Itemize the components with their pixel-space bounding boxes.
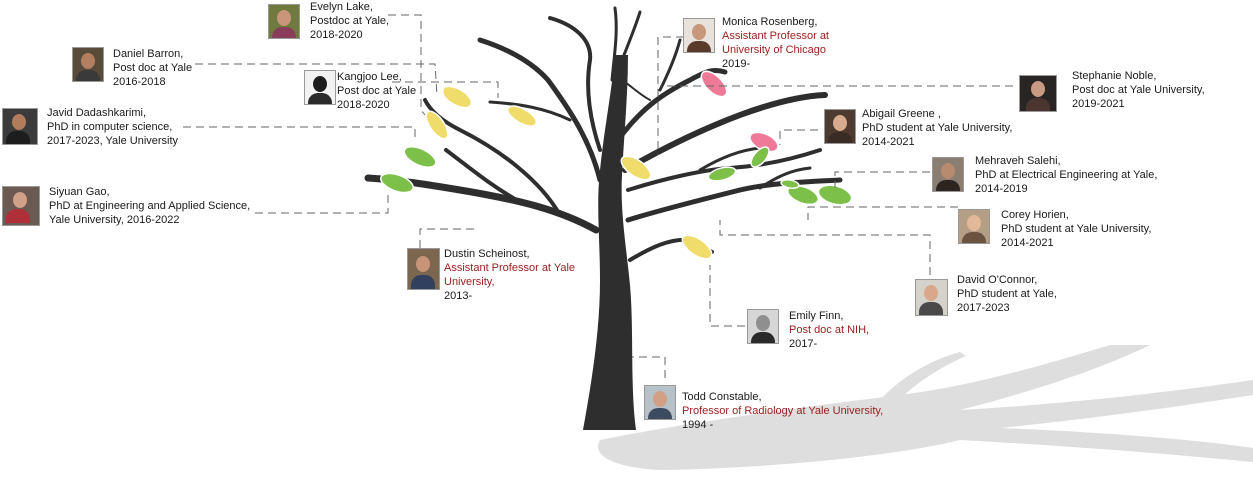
person-role: PhD at Engineering and Applied Science, bbox=[49, 200, 251, 212]
person-name: Corey Horien, bbox=[1001, 209, 1069, 221]
leaf bbox=[707, 166, 737, 182]
person-role: Assistant Professor at bbox=[722, 30, 829, 42]
person-name: Evelyn Lake, bbox=[310, 1, 373, 13]
person-name: Daniel Barron, bbox=[113, 48, 184, 60]
leaf bbox=[700, 70, 728, 98]
person-name: Todd Constable, bbox=[682, 391, 762, 403]
leaf bbox=[681, 234, 713, 260]
avatar-evelyn-lake bbox=[268, 4, 300, 39]
leaf bbox=[780, 179, 800, 189]
person-role: Post doc at Yale bbox=[113, 62, 193, 74]
avatar-monica-rosenberg bbox=[683, 18, 715, 53]
person-years: 2018-2020 bbox=[310, 29, 363, 41]
person-name: Dustin Scheinost, bbox=[444, 248, 530, 260]
avatar-siyuan-gao bbox=[2, 186, 40, 226]
leaf bbox=[786, 184, 820, 206]
person-todd-constable: Todd Constable, Professor of Radiology a… bbox=[682, 390, 883, 432]
person-years: 2017-2023, Yale University bbox=[47, 135, 179, 147]
avatar-daniel-barron bbox=[72, 47, 104, 82]
avatar-javid-dadashkarimi bbox=[2, 108, 38, 145]
leaf bbox=[425, 110, 449, 140]
avatar-dustin-scheinost bbox=[407, 248, 440, 290]
person-mehraveh-salehi: Mehraveh Salehi, PhD at Electrical Engin… bbox=[975, 154, 1157, 196]
person-role: PhD in computer science, bbox=[47, 121, 173, 133]
person-role: PhD at Electrical Engineering at Yale, bbox=[975, 169, 1158, 181]
person-name: Abigail Greene , bbox=[862, 108, 941, 120]
person-years: 2013- bbox=[444, 290, 473, 302]
avatar-david-oconnor bbox=[915, 279, 948, 316]
person-years: 2017- bbox=[789, 338, 818, 350]
person-years: 1994 - bbox=[682, 419, 714, 431]
person-role: PhD student at Yale, bbox=[957, 288, 1057, 300]
person-role: Postdoc at Yale, bbox=[310, 15, 390, 27]
person-kangjoo-lee: Kangjoo Lee, Post doc at Yale 2018-2020 bbox=[337, 70, 416, 112]
person-years: 2019-2021 bbox=[1072, 98, 1125, 110]
avatar-emily-finn bbox=[747, 309, 779, 344]
avatar-corey-horien bbox=[958, 209, 990, 244]
person-name: Mehraveh Salehi, bbox=[975, 155, 1061, 167]
leaf bbox=[817, 184, 853, 206]
person-siyuan-gao: Siyuan Gao, PhD at Engineering and Appli… bbox=[49, 185, 250, 227]
person-years: 2014-2019 bbox=[975, 183, 1028, 195]
person-role: Post doc at NIH, bbox=[789, 324, 870, 336]
leaf bbox=[506, 105, 538, 127]
person-corey-horien: Corey Horien, PhD student at Yale Univer… bbox=[1001, 208, 1151, 250]
avatar-stephanie-noble bbox=[1019, 75, 1057, 112]
leaf bbox=[403, 146, 437, 168]
tree-trunk bbox=[364, 6, 843, 430]
person-years: Yale University, 2016-2022 bbox=[49, 214, 180, 226]
person-role: Post doc at Yale bbox=[337, 85, 417, 97]
leaf bbox=[380, 172, 414, 194]
person-dustin-scheinost: Dustin Scheinost, Assistant Professor at… bbox=[444, 247, 575, 303]
person-name: Emily Finn, bbox=[789, 310, 844, 322]
person-role-cont: University of Chicago bbox=[722, 44, 826, 56]
avatar-abigail-greene bbox=[824, 109, 856, 144]
person-years: 2017-2023 bbox=[957, 302, 1010, 314]
connector-lines bbox=[183, 14, 1013, 378]
person-role: Post doc at Yale University, bbox=[1072, 84, 1205, 96]
avatar-todd-constable bbox=[644, 385, 676, 420]
person-role: PhD student at Yale University, bbox=[1001, 223, 1152, 235]
person-role: Assistant Professor at Yale bbox=[444, 262, 576, 274]
person-emily-finn: Emily Finn, Post doc at NIH, 2017- bbox=[789, 309, 869, 351]
person-stephanie-noble: Stephanie Noble, Post doc at Yale Univer… bbox=[1072, 69, 1205, 111]
person-javid-dadashkarimi: Javid Dadashkarimi, PhD in computer scie… bbox=[47, 106, 178, 148]
person-abigail-greene: Abigail Greene , PhD student at Yale Uni… bbox=[862, 107, 1012, 149]
person-years: 2019- bbox=[722, 58, 751, 70]
person-role: PhD student at Yale University, bbox=[862, 122, 1013, 134]
leaf bbox=[750, 146, 770, 168]
person-name: Stephanie Noble, bbox=[1072, 70, 1157, 82]
person-daniel-barron: Daniel Barron, Post doc at Yale 2016-201… bbox=[113, 47, 192, 89]
tree-shadow bbox=[598, 345, 1253, 470]
leaf bbox=[620, 155, 652, 181]
leaf bbox=[441, 85, 473, 109]
avatar-kangjoo-lee bbox=[304, 70, 336, 105]
person-evelyn-lake: Evelyn Lake, Postdoc at Yale, 2018-2020 bbox=[310, 0, 389, 42]
person-name: Siyuan Gao, bbox=[49, 186, 110, 198]
person-name: Javid Dadashkarimi, bbox=[47, 107, 147, 119]
avatar-mehraveh-salehi bbox=[932, 157, 964, 192]
person-name: David O'Connor, bbox=[957, 274, 1038, 286]
person-monica-rosenberg: Monica Rosenberg, Assistant Professor at… bbox=[722, 15, 829, 71]
person-david-oconnor: David O'Connor, PhD student at Yale, 201… bbox=[957, 273, 1057, 315]
person-name: Kangjoo Lee, bbox=[337, 71, 402, 83]
person-role-cont: University, bbox=[444, 276, 495, 288]
person-years: 2018-2020 bbox=[337, 99, 390, 111]
person-years: 2016-2018 bbox=[113, 76, 166, 88]
person-years: 2014-2021 bbox=[1001, 237, 1054, 249]
person-years: 2014-2021 bbox=[862, 136, 915, 148]
tree-leaves bbox=[380, 70, 853, 260]
person-role: Professor of Radiology at Yale Universit… bbox=[682, 405, 884, 417]
person-name: Monica Rosenberg, bbox=[722, 16, 818, 28]
